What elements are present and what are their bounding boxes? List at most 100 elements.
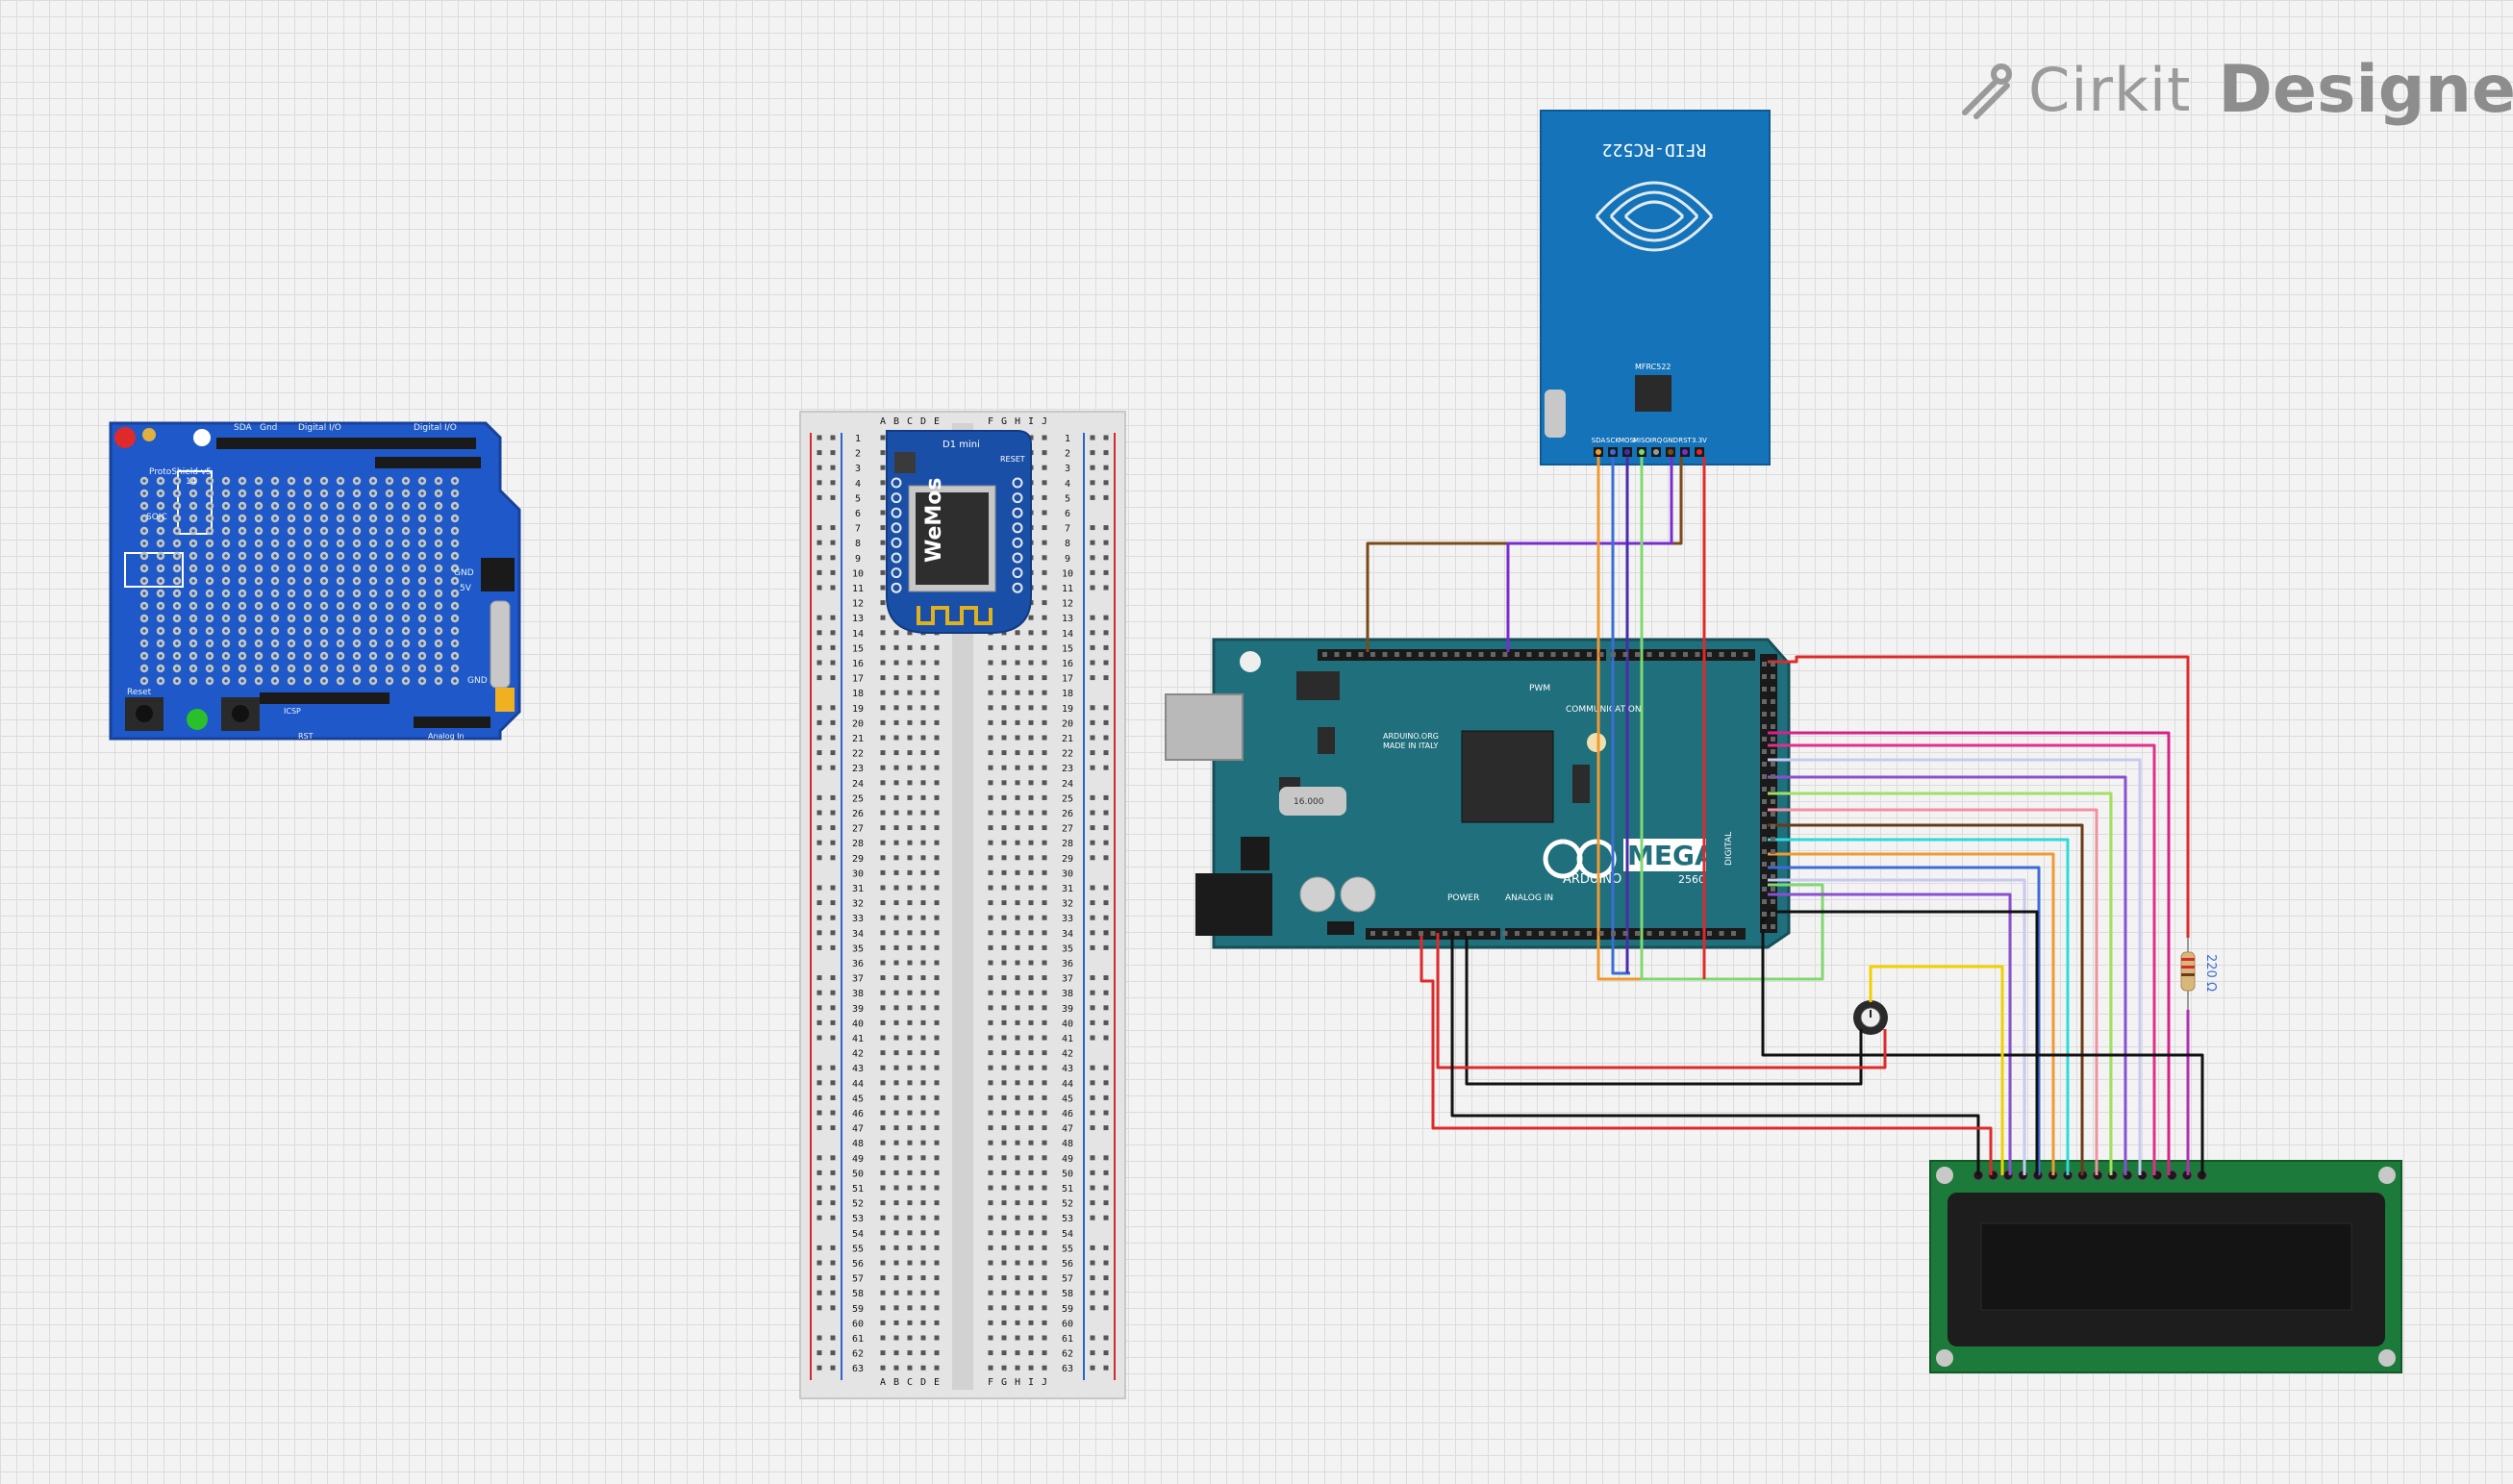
wire-purple[interactable]	[1506, 457, 1673, 652]
wire-salmon[interactable]	[1768, 808, 2098, 1175]
wire-yellow-pot[interactable]	[1869, 965, 2004, 1175]
header-pin[interactable]	[1611, 652, 1616, 657]
header-pin[interactable]	[1771, 724, 1775, 729]
header-pin[interactable]	[1771, 662, 1775, 667]
header-pin[interactable]	[1771, 899, 1775, 904]
header-pin[interactable]	[1622, 931, 1628, 936]
header-pin[interactable]	[1334, 652, 1340, 657]
header-pin[interactable]	[1762, 774, 1767, 779]
wire-orange-lcd[interactable]	[1768, 852, 2055, 1175]
header-pin[interactable]	[1646, 652, 1652, 657]
header-pin[interactable]	[1771, 849, 1775, 854]
header-pin[interactable]	[1598, 652, 1604, 657]
header-pin[interactable]	[1587, 931, 1592, 936]
header-pin[interactable]	[1762, 799, 1767, 804]
header-pin[interactable]	[1430, 931, 1436, 936]
header-pin[interactable]	[1443, 931, 1447, 936]
header-pin[interactable]	[1762, 787, 1767, 792]
potentiometer[interactable]	[1853, 1000, 1888, 1035]
header-pin[interactable]	[1635, 652, 1640, 657]
header-pin[interactable]	[1574, 931, 1580, 936]
wemos-pin[interactable]	[1012, 477, 1023, 489]
wire-darkbrown[interactable]	[1768, 823, 2084, 1175]
header-pin[interactable]	[1454, 931, 1460, 936]
header-pin[interactable]	[1771, 787, 1775, 792]
wire-brown[interactable]	[1366, 457, 1683, 652]
wire-black-pot[interactable]	[1465, 933, 1863, 1086]
resistor[interactable]: 220 Ω	[2180, 938, 2218, 1010]
header-pin[interactable]	[1502, 931, 1508, 936]
wire-lightgreen[interactable]	[1640, 457, 1824, 981]
wires[interactable]	[1366, 457, 2204, 1175]
header-pin[interactable]	[1539, 931, 1544, 936]
wire-blue-lcd[interactable]	[1768, 866, 2041, 1175]
header-pin[interactable]	[1762, 874, 1767, 879]
wire-red-pot[interactable]	[1436, 933, 1887, 1069]
header-pin[interactable]	[1771, 699, 1775, 704]
header-pin[interactable]	[1646, 931, 1652, 936]
header-pin[interactable]	[1762, 674, 1767, 679]
header-pin[interactable]	[1443, 652, 1447, 657]
wemos-pin[interactable]	[1012, 582, 1023, 593]
header-pin[interactable]	[1771, 737, 1775, 742]
header-pin[interactable]	[1454, 652, 1460, 657]
header-pin[interactable]	[1478, 652, 1484, 657]
wemos-pin[interactable]	[891, 507, 902, 518]
wire-lightblue-lcd[interactable]	[1768, 878, 2026, 1175]
wire-lavender[interactable]	[1768, 758, 2142, 1175]
wire-black-lcd-gnd[interactable]	[1761, 917, 2204, 1175]
header-pin[interactable]	[1683, 652, 1688, 657]
header-pin[interactable]	[1771, 862, 1775, 867]
wire-cyan[interactable]	[1768, 838, 2070, 1175]
header-pin[interactable]	[1478, 931, 1484, 936]
wire-black-lcd-vss[interactable]	[1450, 933, 1980, 1175]
wire-lime[interactable]	[1768, 792, 2113, 1175]
arduino-mega-board[interactable]: MEGA ARDUINO 2560 ARDUINO.ORG MADE IN IT…	[1165, 638, 1791, 949]
header-pin[interactable]	[1419, 652, 1423, 657]
wemos-pin[interactable]	[891, 477, 902, 489]
header-pin[interactable]	[1695, 931, 1700, 936]
wemos-pin[interactable]	[891, 522, 902, 534]
header-pin[interactable]	[1762, 812, 1767, 817]
header-pin[interactable]	[1671, 931, 1676, 936]
header-pin[interactable]	[1526, 931, 1532, 936]
wire-purple-lcd[interactable]	[1768, 893, 2012, 1175]
wire-pink[interactable]	[1768, 743, 2156, 1175]
header-pin[interactable]	[1491, 652, 1495, 657]
header-pin[interactable]	[1587, 652, 1592, 657]
header-pin[interactable]	[1771, 799, 1775, 804]
header-pin[interactable]	[1762, 849, 1767, 854]
wemos-pin[interactable]	[891, 492, 902, 504]
header-pin[interactable]	[1771, 924, 1775, 929]
header-pin[interactable]	[1771, 887, 1775, 892]
header-pin[interactable]	[1406, 652, 1412, 657]
header-pin[interactable]	[1467, 652, 1471, 657]
header-pin[interactable]	[1762, 924, 1767, 929]
header-pin[interactable]	[1762, 899, 1767, 904]
wemos-pin[interactable]	[891, 552, 902, 564]
wemos-pin[interactable]	[1012, 537, 1023, 548]
header-pin[interactable]	[1771, 712, 1775, 717]
wemos-pin[interactable]	[1012, 552, 1023, 564]
lcd-16x2[interactable]	[1929, 1160, 2402, 1373]
header-pin[interactable]	[1358, 652, 1364, 657]
header-pin[interactable]	[1622, 652, 1628, 657]
header-pin[interactable]	[1771, 824, 1775, 829]
header-pin[interactable]	[1635, 931, 1640, 936]
header-pin[interactable]	[1563, 931, 1568, 936]
header-pin[interactable]	[1502, 652, 1508, 657]
wire-red-lcd-vdd[interactable]	[1420, 933, 1993, 1175]
wemos-pin[interactable]	[891, 582, 902, 593]
header-pin[interactable]	[1563, 652, 1568, 657]
header-pin[interactable]	[1762, 712, 1767, 717]
header-pin[interactable]	[1771, 762, 1775, 767]
header-pin[interactable]	[1771, 774, 1775, 779]
header-pin[interactable]	[1707, 931, 1712, 936]
wemos-pin[interactable]	[1012, 567, 1023, 579]
header-pin[interactable]	[1762, 762, 1767, 767]
header-pin[interactable]	[1719, 652, 1724, 657]
wemos-pin[interactable]	[891, 567, 902, 579]
header-pin[interactable]	[1762, 749, 1767, 754]
header-pin[interactable]	[1322, 652, 1327, 657]
